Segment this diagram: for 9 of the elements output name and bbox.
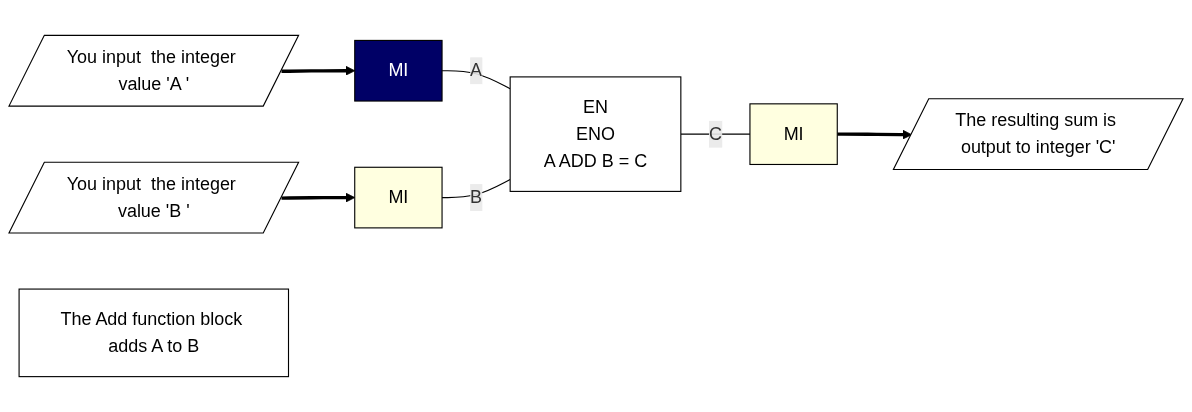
node-box: MI xyxy=(354,166,443,229)
node-box: MI xyxy=(354,39,443,102)
edge-label: A xyxy=(470,60,483,80)
edge-label: B xyxy=(470,187,483,207)
node-box: MI xyxy=(749,103,838,165)
edge-label: C xyxy=(708,124,722,144)
arrow xyxy=(837,129,913,140)
node-box: EN ENO A ADD B = C xyxy=(509,76,682,192)
node-box: The Add function block adds A to B xyxy=(18,288,290,378)
